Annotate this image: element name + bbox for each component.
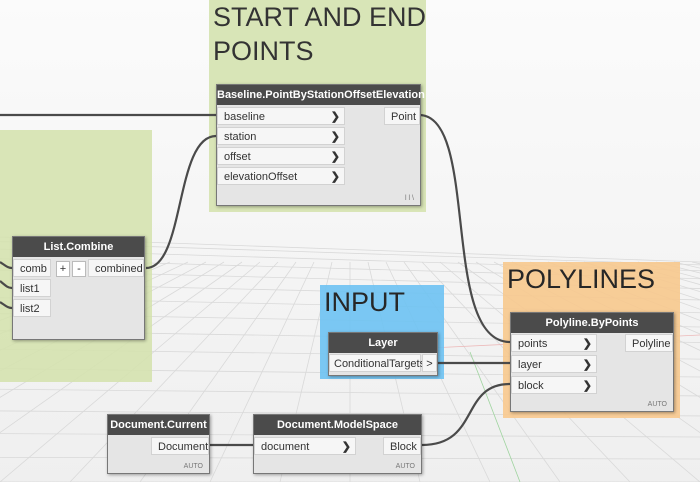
node-document-model-space[interactable]: Document.ModelSpace document ❯ Block AUTO xyxy=(253,414,422,474)
node-list-combine[interactable]: List.Combine comb + - combined list1 lis… xyxy=(12,236,145,340)
wire-combined-to-station xyxy=(145,134,217,270)
inport-list2[interactable]: list2 xyxy=(13,299,51,317)
port-label: list2 xyxy=(20,303,40,315)
port-label: points xyxy=(518,338,548,350)
port-label: station xyxy=(224,131,257,143)
outport-document[interactable]: Document xyxy=(151,437,209,455)
wire-list-left-list2 xyxy=(0,301,13,310)
inport-document[interactable]: document ❯ xyxy=(254,437,356,455)
group-title-input: INPUT xyxy=(324,287,405,317)
grid-line xyxy=(69,261,279,482)
port-label: offset xyxy=(224,151,251,163)
inport-points[interactable]: points ❯ xyxy=(511,334,597,352)
layer-value-label: ConditionalTargets xyxy=(334,358,426,370)
node-title: List.Combine xyxy=(13,237,144,257)
chevron-right-icon: ❯ xyxy=(330,171,340,183)
inport-elevation-offset[interactable]: elevationOffset ❯ xyxy=(217,167,345,185)
port-label: baseline xyxy=(224,111,265,123)
chevron-right-icon: ❯ xyxy=(582,380,592,392)
outport-layer[interactable]: > xyxy=(422,354,437,372)
chevron-right-icon: ❯ xyxy=(330,111,340,123)
chevron-right-icon: ❯ xyxy=(330,131,340,143)
node-footer-auto: AUTO xyxy=(647,401,667,408)
layer-value[interactable]: ConditionalTargets xyxy=(329,354,425,372)
wire-list-left-comb xyxy=(0,261,13,270)
node-title: Polyline.ByPoints xyxy=(511,313,673,333)
port-label: elevationOffset xyxy=(224,171,298,183)
node-title: Layer xyxy=(329,333,437,353)
remove-input-button[interactable]: - xyxy=(72,261,86,277)
inport-layer[interactable]: layer ❯ xyxy=(511,355,597,373)
inport-comb[interactable]: comb xyxy=(13,259,51,277)
node-polyline-by-points[interactable]: Polyline.ByPoints points❯ layer❯ block❯ … xyxy=(510,312,674,412)
port-label: list1 xyxy=(20,283,40,295)
node-document-current[interactable]: Document.Current Document AUTO xyxy=(107,414,210,474)
chevron-right-icon: ❯ xyxy=(582,359,592,371)
outport-combined[interactable]: combined xyxy=(88,259,144,277)
node-baseline-point[interactable]: Baseline.PointByStationOffsetElevation b… xyxy=(216,84,425,206)
node-title: Document.Current xyxy=(108,415,209,435)
inport-baseline[interactable]: baseline ❯ xyxy=(217,107,345,125)
wire-block-to-block xyxy=(421,382,511,447)
add-input-button[interactable]: + xyxy=(56,261,70,277)
wire-point-to-points xyxy=(418,113,511,344)
inport-station[interactable]: station ❯ xyxy=(217,127,345,145)
inport-offset[interactable]: offset ❯ xyxy=(217,147,345,165)
port-label: document xyxy=(261,441,310,453)
port-label: comb xyxy=(20,263,47,275)
group-title-start-end: START AND END POINTS xyxy=(213,2,427,66)
port-label: layer xyxy=(518,359,542,371)
node-footer: l l \ xyxy=(405,195,414,202)
node-title: Baseline.PointByStationOffsetElevation xyxy=(217,85,425,105)
outport-block[interactable]: Block xyxy=(383,437,421,455)
chevron-right-icon: ❯ xyxy=(341,441,351,453)
node-title: Document.ModelSpace xyxy=(254,415,421,435)
group-title-polylines: POLYLINES xyxy=(507,264,656,294)
node-layer[interactable]: Layer ConditionalTargets > xyxy=(328,332,438,376)
chevron-right-icon: ❯ xyxy=(330,151,340,163)
node-footer-auto: AUTO xyxy=(183,463,203,470)
node-footer-auto: AUTO xyxy=(395,463,415,470)
port-label: block xyxy=(518,380,544,392)
chevron-right-icon: ❯ xyxy=(582,338,592,350)
outport-polyline[interactable]: Polyline xyxy=(625,334,673,352)
wire-list-left-list1 xyxy=(0,280,13,290)
grid-line xyxy=(583,261,700,301)
outport-point[interactable]: Point xyxy=(384,107,420,125)
inport-list1[interactable]: list1 xyxy=(13,279,51,297)
inport-block[interactable]: block ❯ xyxy=(511,376,597,394)
